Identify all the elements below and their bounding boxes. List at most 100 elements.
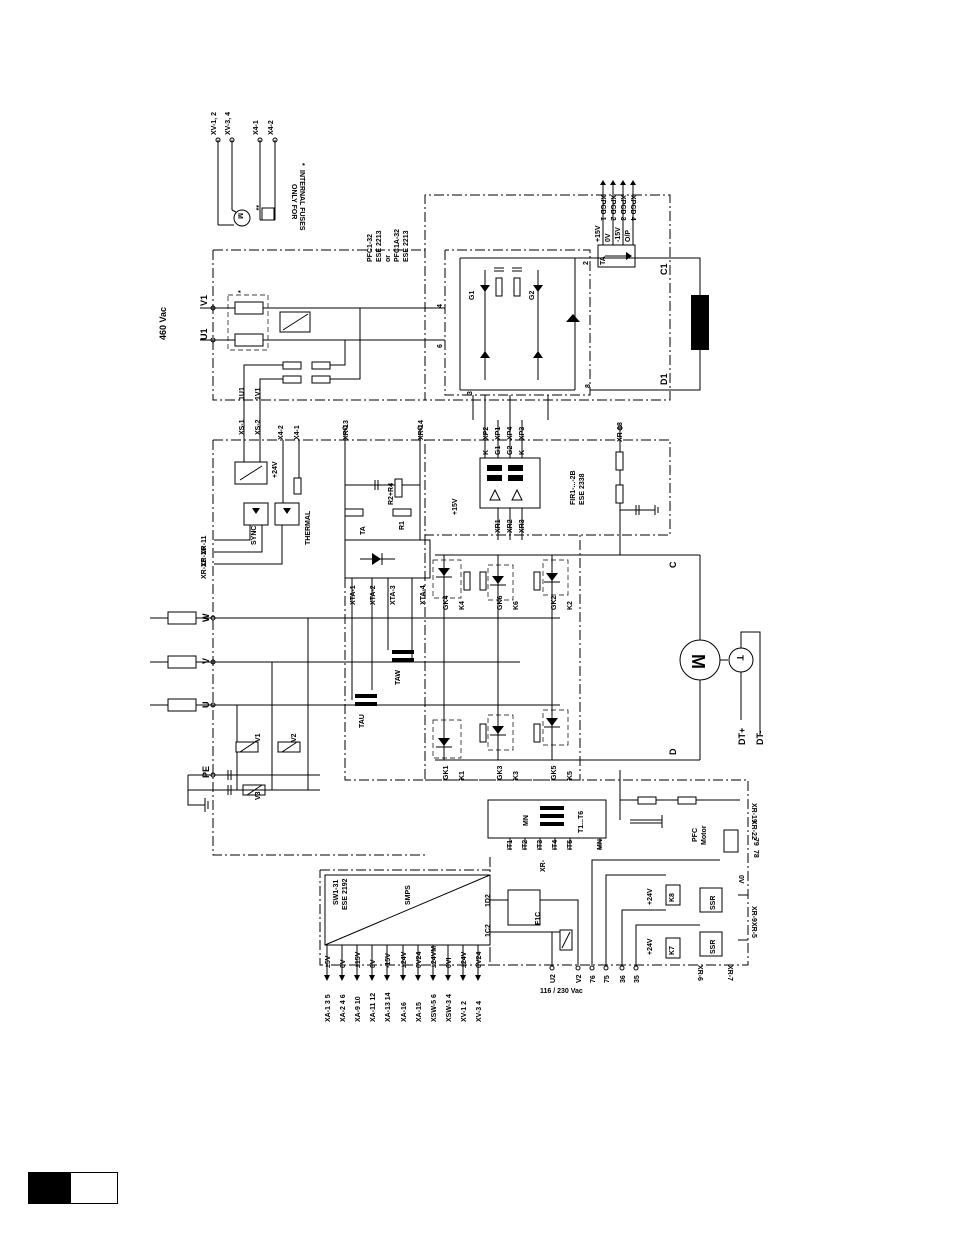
smps-out-label: ±24V [401, 951, 408, 968]
u1-label: U1 [199, 328, 209, 340]
smps-out-label: 0VI [446, 957, 453, 968]
k7-label: K7 [669, 946, 676, 955]
xa-pin-label: XA-15 [416, 1002, 423, 1022]
t1t6-label: T1...T6 [578, 811, 585, 833]
xr1: XR1 [495, 519, 502, 533]
smps-ese: ESE 2192 [342, 878, 349, 910]
pfc-text-2: ESE 2213 [376, 230, 383, 262]
thermal-label: THERMAL [305, 510, 312, 545]
xr-5: XR-5 [750, 922, 757, 938]
xr-12: XR-12 [201, 559, 208, 579]
v1-var: V1 [255, 733, 262, 742]
smps-out-arrow [460, 975, 466, 981]
v2-var: V2 [291, 733, 298, 742]
smps-out-arrow [475, 975, 481, 981]
v1-label: V1 [199, 295, 209, 306]
smps-out-arrow [415, 975, 421, 981]
fuse-note-2: ONLY FOR [290, 184, 297, 219]
ct-taw-1 [392, 650, 414, 654]
armature-bridge: GK4 K4 GK6 K6 GK2 K2 GK1 K1 GK3 K3 GK5 K… [344, 535, 765, 781]
xr-6: XR-6 [696, 965, 703, 981]
pe-label: PE [201, 766, 211, 778]
thyristor-1 [438, 738, 450, 746]
term-36: 36 [620, 975, 627, 983]
smps-out-label: ±24VM [431, 946, 438, 968]
node-4: 4 [437, 304, 444, 308]
tau-label: TAU [359, 714, 366, 728]
xp1: XP1 [495, 427, 502, 440]
smps-out-label: -15V [385, 953, 392, 968]
ssr-1 [699, 887, 723, 913]
supply-116-label: 116 / 230 Vac [540, 988, 583, 995]
it1: IT1 [507, 840, 514, 850]
gk-k2: K [519, 450, 526, 455]
fuse-note-1: INTERNAL FUSES [298, 170, 305, 231]
sync-label: SYNC [251, 526, 258, 545]
smps-out-label: 0V24 [416, 952, 423, 968]
smps-out-label: 0V [370, 959, 377, 968]
fuse-v [167, 655, 197, 669]
xpcd-2: XPCD-2 [609, 195, 616, 221]
smps-label: SMPS [405, 885, 412, 905]
tacho-label: T [735, 655, 745, 661]
gk-k1: K [483, 450, 490, 455]
u-phase: U [201, 702, 211, 709]
xa-pin-label: XA-2 4 6 [340, 994, 347, 1022]
thyristor-2 [546, 573, 558, 581]
smps-out-label: 0V24 [476, 952, 483, 968]
relay-k7 [665, 937, 681, 959]
xpcd-1: XPCD-1 [599, 195, 606, 221]
xs-terminals: XS-1 XS-2 1U1 1V1 X4-2 X4-1 [239, 387, 301, 440]
xa-pin-label: XSW-5 6 [431, 994, 438, 1022]
pin-79: 79 [752, 838, 759, 846]
it2: IT2 [522, 840, 529, 850]
x4-2-right: X4-2 [278, 425, 285, 440]
xr-22: XR-22 [750, 820, 757, 840]
motor-label: M [688, 654, 708, 669]
pfc-motor-switch [723, 829, 739, 853]
v3-var: V3 [255, 791, 262, 800]
xa-pin-label: XA-11 12 [370, 993, 377, 1022]
k8-label: K8 [669, 893, 676, 902]
k6: K6 [513, 601, 520, 610]
ta-small: TA [360, 526, 367, 535]
gk2: GK2 [551, 596, 558, 611]
gk3: GK3 [497, 766, 504, 781]
k4: K4 [459, 601, 466, 610]
xa-pin-label: XA-13 14 [385, 992, 392, 1022]
smps-out-arrow [324, 975, 330, 981]
taw-label: TAW [395, 670, 402, 685]
thyristor-5 [546, 718, 558, 726]
node-2: 2 [583, 261, 590, 265]
w-phase: W [201, 613, 211, 622]
freewheel-diode [566, 314, 580, 322]
smps-model: SW1-31 [333, 880, 340, 905]
v-phase: V [201, 658, 211, 664]
xr-13: XR-13 [343, 420, 350, 440]
pin-78: 78 [752, 850, 759, 858]
smps-out-arrow [354, 975, 360, 981]
smps-out-arrow [445, 975, 451, 981]
xp3: XP3 [519, 427, 526, 440]
star-mark-1: * [298, 163, 305, 166]
xa-pin-label: XA-9 10 [355, 996, 362, 1022]
xta-2: XTA-2 [370, 585, 377, 605]
node-8: 8 [585, 384, 592, 388]
smps-out-label: ±24V [461, 951, 468, 968]
x4-1-right: X4-1 [294, 425, 301, 440]
k3: K3 [513, 771, 520, 780]
xp2: XP2 [483, 427, 490, 440]
pulse-transformer [487, 799, 607, 839]
it-mn: MN [597, 839, 604, 850]
r1-label: R1 [399, 521, 406, 530]
ssr-2-label: SSR [710, 940, 717, 954]
x4-term-2: X4-2 [268, 120, 275, 135]
conn-1c2: 1C2 [485, 924, 492, 937]
field-pulse-block: MN T1...T6 IT1 IT2 IT3 IT4 IT5 MN XR- XR… [425, 770, 759, 981]
ta-pin-neg15v: -15V [615, 227, 622, 242]
it4: IT4 [552, 840, 559, 850]
dc-choke [691, 295, 709, 350]
smps-out-arrow [400, 975, 406, 981]
xpcd-4: XPCD-4 [629, 195, 636, 221]
ct-tau-1 [355, 694, 377, 698]
